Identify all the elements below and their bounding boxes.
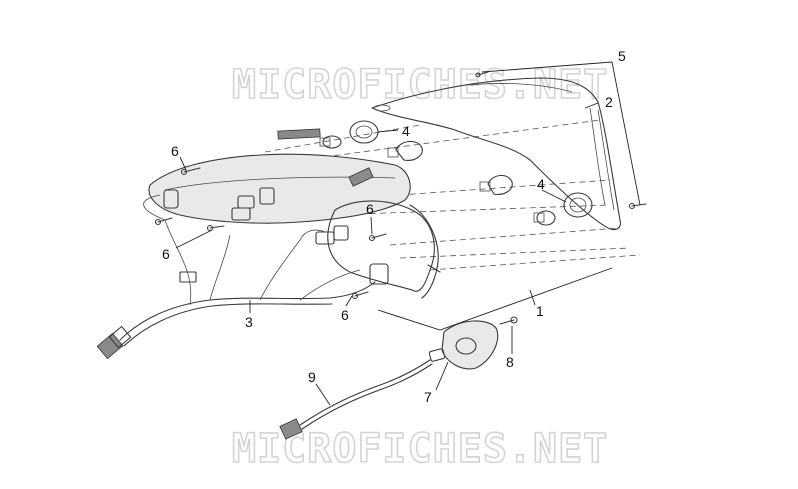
- callout-4-lower: 4: [537, 176, 545, 192]
- license-light-housing: [441, 316, 518, 370]
- socket-upper: [349, 120, 379, 144]
- socket-right: [563, 192, 593, 218]
- explode-lines: [264, 119, 641, 271]
- assembly-bracket-1: [377, 267, 613, 331]
- watermark-top: MICROFICHES.NET: [232, 62, 608, 108]
- bulb-lower: [533, 210, 556, 226]
- callout-6-bottom: 6: [341, 307, 349, 323]
- callout-7: 7: [424, 389, 432, 405]
- bulb-upper: [387, 140, 423, 161]
- lower-housing: [327, 200, 441, 299]
- callout-6-left: 6: [162, 246, 170, 262]
- license-light-cable: [279, 359, 433, 440]
- callout-2: 2: [605, 94, 613, 110]
- callout-3: 3: [245, 314, 253, 330]
- assembly-bracket-5: [481, 61, 641, 206]
- bulb-middle: [479, 174, 513, 195]
- callout-8: 8: [506, 354, 514, 370]
- license-light-socket: [428, 348, 446, 362]
- callout-4-upper: 4: [402, 123, 410, 139]
- callout-6-top-left: 6: [171, 143, 179, 159]
- upper-housing: [148, 128, 411, 224]
- bulb-upper-left: [319, 135, 342, 149]
- callout-6-center: 6: [366, 201, 374, 217]
- callout-1: 1: [536, 303, 544, 319]
- connector-clips: [163, 187, 389, 285]
- callout-9: 9: [308, 369, 316, 385]
- tail-light-lens: [371, 77, 621, 231]
- callout-5: 5: [618, 48, 626, 64]
- callout-leaders: [175, 102, 599, 406]
- wiring-harness: [96, 194, 376, 360]
